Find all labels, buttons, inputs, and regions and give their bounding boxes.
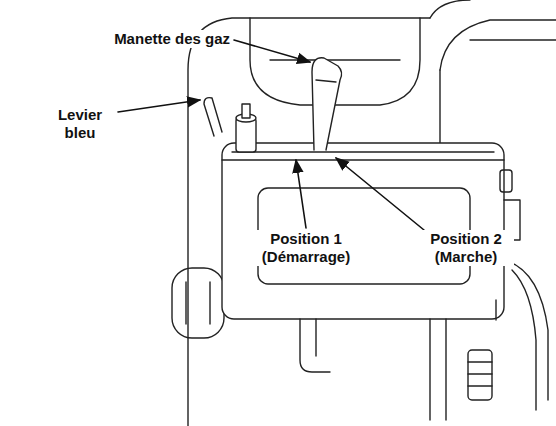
throttle-lever	[312, 58, 342, 150]
position-label: Position 2 (Marche)	[418, 230, 514, 266]
position-label: Position 1 (Démarrage)	[252, 230, 360, 266]
part-label: Manette des gaz	[112, 30, 232, 48]
blue-lever	[204, 98, 222, 136]
part-label: Levier bleu	[50, 106, 110, 142]
